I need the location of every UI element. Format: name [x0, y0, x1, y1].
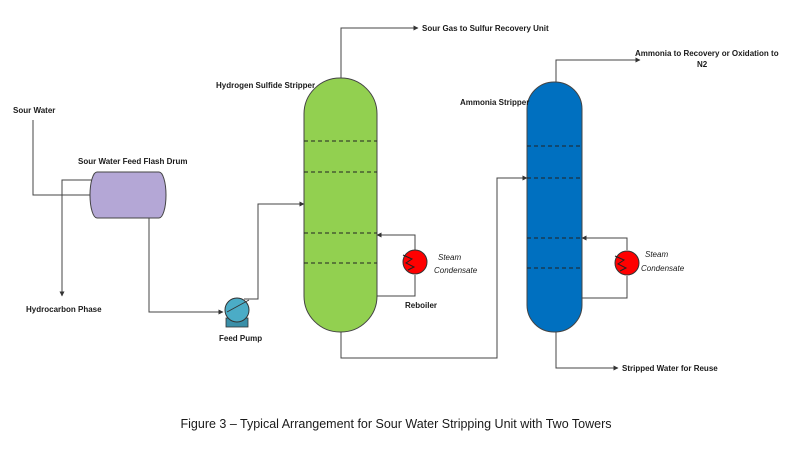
label-condensate-2: Condensate	[641, 264, 685, 273]
label-reboiler: Reboiler	[405, 301, 437, 310]
pipe-hydrocarbon-phase	[59, 179, 94, 297]
label-ammonia-out-line2: N2	[697, 60, 708, 69]
label-sour-gas: Sour Gas to Sulfur Recovery Unit	[422, 24, 549, 33]
label-flash-drum: Sour Water Feed Flash Drum	[78, 157, 188, 166]
pipe-reboiler-2-out	[581, 235, 628, 250]
label-steam-2: Steam	[645, 250, 668, 259]
label-sour-water: Sour Water	[13, 106, 55, 115]
reboiler-2-heat-exchanger	[614, 250, 640, 276]
pipe-sour-gas-overhead	[340, 25, 419, 80]
label-feed-pump: Feed Pump	[219, 334, 262, 343]
pipe-stripped-water	[555, 330, 619, 371]
hydrogen-sulfide-stripper-column	[303, 77, 378, 333]
figure-caption: Figure 3 – Typical Arrangement for Sour …	[181, 417, 612, 431]
pipe-reboiler-2-in	[582, 276, 628, 299]
label-stripped-water: Stripped Water for Reuse	[622, 364, 718, 373]
reboiler-1-heat-exchanger	[402, 249, 428, 275]
pipe-ammonia-overhead	[555, 57, 641, 84]
ammonia-stripper-column	[526, 81, 583, 333]
pipe-reboiler-1-in	[377, 275, 416, 297]
flash-drum	[89, 171, 167, 219]
pipe-bottoms-to-ammonia	[340, 175, 528, 359]
label-ammonia-stripper: Ammonia Stripper	[460, 98, 529, 107]
pipe-sour-water-feed	[32, 120, 95, 198]
pipe-pump-to-stripper	[244, 201, 305, 300]
label-condensate-1: Condensate	[434, 266, 478, 275]
label-hydrocarbon-phase: Hydrocarbon Phase	[26, 305, 102, 314]
pipe-reboiler-1-out	[376, 232, 416, 250]
label-h2s-stripper: Hydrogen Sulfide Stripper	[216, 81, 315, 90]
label-ammonia-out-line1: Ammonia to Recovery or Oxidation to	[635, 49, 779, 58]
feed-pump	[224, 297, 250, 328]
label-steam-1: Steam	[438, 253, 461, 262]
pipe-drum-to-pump	[148, 218, 224, 315]
